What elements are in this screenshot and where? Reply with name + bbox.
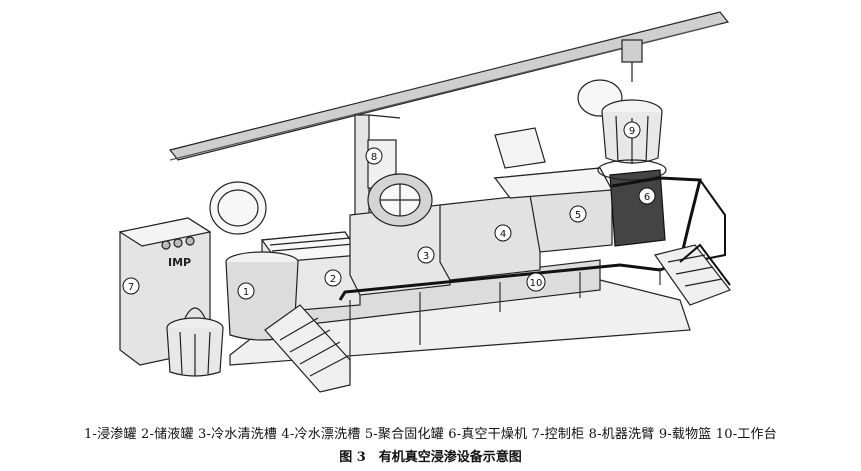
- left-stairs: [264, 304, 351, 393]
- callout-3: 3: [417, 246, 435, 264]
- svg-text:9: 9: [629, 126, 635, 137]
- svg-text:4: 4: [500, 229, 506, 240]
- svg-text:2: 2: [330, 274, 336, 285]
- callout-6: 6: [638, 187, 656, 205]
- callout-5: 5: [569, 205, 587, 223]
- callout-8: 8: [365, 147, 383, 165]
- svg-text:3: 3: [423, 251, 429, 262]
- callout-10: 10: [526, 272, 546, 292]
- svg-text:7: 7: [128, 282, 134, 293]
- callouts: 1 2 3 4 5 6 7 8 9 10: [122, 121, 656, 300]
- equipment-diagram: IMP 1 2 3 4 5 6 7 8 9 10: [118, 11, 731, 393]
- callout-9: 9: [623, 121, 641, 139]
- figure-legend: 1-浸渗罐 2-储液罐 3-冷水清洗槽 4-冷水漂洗槽 5-聚合固化罐 6-真空…: [84, 427, 777, 442]
- callout-2: 2: [324, 269, 342, 287]
- callout-1: 1: [237, 282, 255, 300]
- overhead-rail: [168, 11, 730, 161]
- hoist-trolley: [621, 39, 643, 63]
- svg-text:6: 6: [644, 192, 650, 203]
- drying-panel: [494, 127, 546, 169]
- svg-text:8: 8: [371, 152, 377, 163]
- rinse-tank: [439, 194, 541, 281]
- right-stairs: [654, 244, 731, 306]
- svg-text:5: 5: [575, 210, 581, 221]
- figure-title: 图 3 有机真空浸渗设备示意图: [339, 450, 522, 465]
- svg-text:1: 1: [243, 287, 249, 298]
- cabinet-brand: IMP: [168, 256, 191, 269]
- support-post: [354, 114, 370, 226]
- callout-4: 4: [494, 224, 512, 242]
- svg-text:10: 10: [530, 278, 543, 289]
- callout-7: 7: [122, 277, 140, 295]
